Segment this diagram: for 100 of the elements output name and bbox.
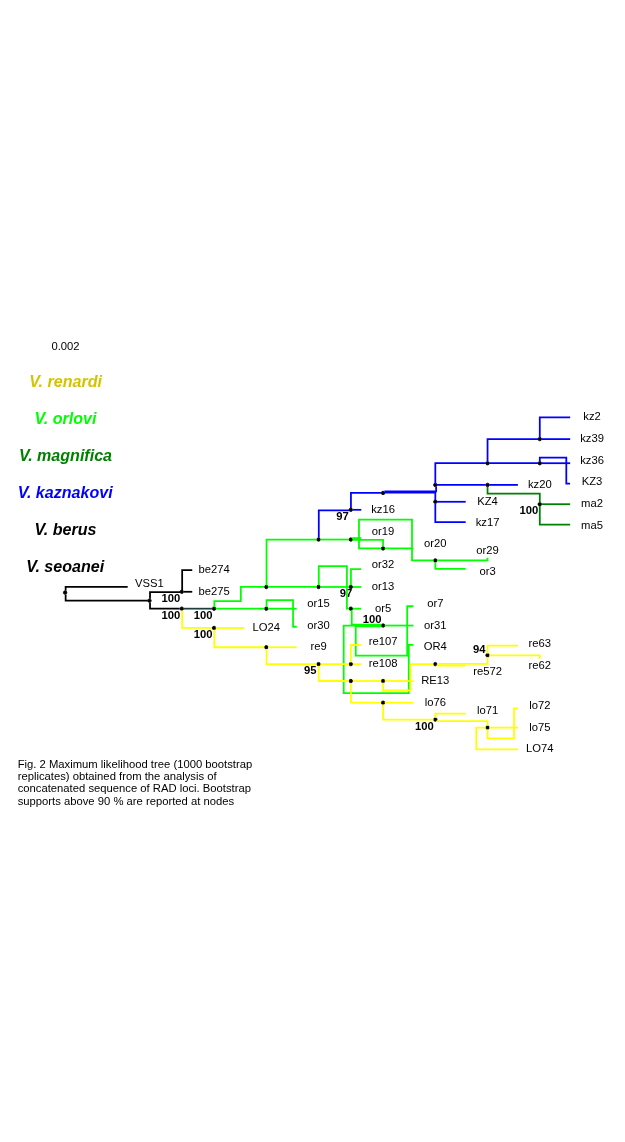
connector	[183, 590, 194, 593]
connector	[434, 502, 467, 523]
node-point	[485, 460, 490, 465]
node-text: re62	[528, 658, 552, 671]
label: V. orlovi	[34, 408, 97, 427]
node-text: or32	[371, 557, 395, 570]
node-text: or3	[479, 564, 496, 577]
node-point	[264, 606, 269, 611]
connector	[267, 645, 298, 648]
connector	[267, 607, 298, 610]
node-label: 100	[161, 591, 181, 604]
node-point	[264, 644, 269, 649]
node-point	[264, 584, 269, 589]
node-text: KZ3	[581, 474, 603, 487]
connector	[436, 556, 489, 561]
connector	[488, 483, 519, 486]
node-point	[348, 507, 353, 512]
connector	[434, 461, 487, 484]
node-label: 97	[336, 509, 349, 522]
connector	[350, 491, 382, 509]
connector	[183, 607, 214, 610]
node-label: 100	[519, 503, 539, 516]
connector	[350, 643, 362, 663]
node-text: LO74	[526, 741, 554, 754]
connector	[352, 662, 363, 665]
connector	[350, 567, 362, 586]
node-point	[380, 678, 386, 683]
connector	[540, 461, 572, 464]
node-point	[348, 661, 353, 666]
connector	[383, 491, 437, 501]
node-text: ma5	[581, 518, 603, 531]
label: V. kaznakovi	[17, 482, 113, 501]
connector	[342, 624, 415, 694]
node-point	[316, 661, 321, 666]
connector	[488, 461, 539, 464]
node-label: 95	[303, 663, 317, 676]
node-text: kz16	[371, 502, 395, 515]
node-text: or5	[374, 601, 392, 614]
connector	[352, 585, 363, 588]
node-text: re572	[473, 664, 502, 677]
node-text: KZ4	[477, 494, 498, 507]
connector	[149, 601, 181, 610]
node-point	[179, 606, 184, 611]
connector	[64, 585, 129, 592]
node-text: re108	[368, 656, 398, 669]
connector	[317, 664, 350, 682]
node-text: or20	[424, 536, 447, 549]
connector	[265, 598, 298, 628]
node-text: ma2	[581, 496, 603, 509]
node-text: lo72	[529, 698, 551, 711]
node-point	[380, 545, 386, 551]
node-point	[380, 490, 386, 495]
node-point	[211, 606, 217, 611]
connector	[319, 538, 350, 540]
connector	[382, 662, 435, 691]
node-label: 94	[472, 642, 486, 655]
node-point	[380, 622, 386, 628]
connector	[181, 568, 194, 591]
node-text: lo71	[476, 703, 499, 716]
node-text: re107	[368, 634, 398, 647]
caption: Fig. 2 Maximum likelihood tree (1000 bootstrap replicates) obtained from the analysis of concatenated sequence of RAD loci. Bootstrap supports above 90 % are reported at nodes	[17, 757, 253, 807]
node-label: 100	[193, 627, 213, 640]
connector	[383, 485, 437, 492]
node-point	[433, 557, 438, 563]
connector	[435, 719, 489, 727]
node-text: kz36	[580, 453, 604, 466]
node-point	[485, 652, 490, 657]
connector	[486, 644, 519, 654]
node-text: kz17	[475, 515, 500, 528]
connector	[540, 502, 572, 505]
connector	[540, 437, 572, 440]
node-point	[179, 589, 184, 594]
connector	[538, 504, 572, 526]
connector	[358, 518, 435, 561]
connector	[317, 508, 350, 538]
connector	[213, 628, 266, 648]
connector	[488, 653, 541, 660]
node-point	[63, 589, 68, 595]
node-text: or13	[371, 579, 395, 592]
label: V. magnifica	[18, 445, 113, 464]
connector	[213, 585, 266, 608]
label: V. seoanei	[26, 556, 105, 575]
connector	[265, 538, 318, 586]
node-point	[433, 482, 438, 487]
connector	[383, 701, 415, 704]
connector	[181, 609, 213, 629]
node-text: be275	[198, 584, 230, 597]
node-text: kz2	[583, 409, 601, 422]
node-label: 100	[415, 719, 434, 731]
node-point	[485, 724, 490, 730]
node-text: or29	[476, 543, 499, 556]
node-point	[433, 499, 438, 504]
connector	[352, 508, 363, 511]
node-text: re63	[528, 636, 552, 649]
connector	[214, 626, 246, 629]
connector	[354, 604, 415, 656]
node-text: kz39	[580, 431, 604, 444]
connector	[436, 655, 489, 665]
connector	[265, 647, 318, 665]
connector	[319, 662, 350, 665]
